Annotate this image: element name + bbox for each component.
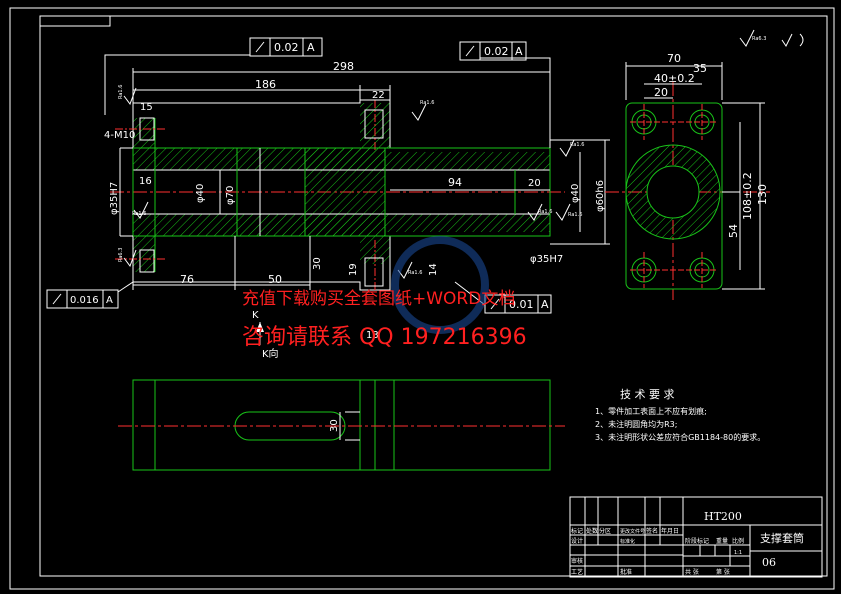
dim-phi40a: φ40 (195, 184, 206, 203)
svg-text:Ra1.6: Ra1.6 (408, 270, 422, 276)
tech-title: 技 术 要 求 (620, 388, 675, 401)
tech-item-3: 3、未注明形状公差应符合GB1184-80的要求。 (595, 432, 765, 442)
dim-70: 70 (667, 52, 681, 65)
outer-border (9, 7, 835, 590)
svg-text:0.02: 0.02 (274, 41, 299, 54)
roughness-marks: Ra1.6 Ra1.6 Ra1.6 Ra1.6 Ra1.6 Ra6.3 Ra1.… (118, 85, 584, 279)
svg-text:处数: 处数 (586, 527, 598, 535)
svg-text:比例: 比例 (732, 537, 744, 545)
svg-text:分区: 分区 (599, 527, 611, 535)
svg-text:标准化: 标准化 (620, 538, 635, 545)
dim-35: 35 (693, 62, 707, 75)
tech-requirements: 技 术 要 求 1、零件加工表面上不应有划痕; 2、未注明圆角均为R3; 3、未… (595, 388, 765, 442)
dim-15: 15 (140, 102, 153, 113)
svg-text:Ra1.6: Ra1.6 (118, 85, 124, 99)
svg-text:审核: 审核 (571, 557, 583, 565)
middle-web-hatch (305, 148, 385, 236)
dim-19: 19 (348, 263, 359, 276)
global-roughness-icon (739, 29, 755, 47)
dim-40: 40±0.2 (654, 72, 695, 85)
dim-m10: 4-M10 (104, 130, 135, 141)
svg-text:Ra1.6: Ra1.6 (132, 211, 146, 217)
dim-13: 13 (366, 330, 379, 341)
tolerance-frame-top-left: 0.02 A (249, 37, 323, 57)
global-roughness: Ra6.3 (752, 36, 766, 42)
dim-20b: 20 (654, 86, 668, 99)
tech-item-2: 2、未注明圆角均为R3; (595, 419, 677, 429)
svg-text:Ra1.6: Ra1.6 (538, 209, 552, 215)
svg-text:Ra1.6: Ra1.6 (420, 100, 434, 106)
svg-text:A: A (106, 295, 113, 306)
dim-phi70: φ70 (225, 186, 236, 205)
tech-item-1: 1、零件加工表面上不应有划痕; (595, 406, 707, 416)
main-section-view (104, 54, 610, 306)
svg-text:更改文件号: 更改文件号 (620, 528, 645, 535)
svg-text:设计: 设计 (571, 537, 583, 545)
svg-text:Ra1.6: Ra1.6 (568, 212, 582, 218)
tolerance-frame-bottom-left: 0.016 A (46, 289, 119, 309)
left-flange-bottom-hatch (133, 236, 155, 272)
title-block: 标记 处数 分区 更改文件号 签名 年月日 设计 标准化 审核 工艺 批准 阶段… (569, 496, 823, 578)
dim-30: 30 (312, 257, 323, 270)
svg-text:年月日: 年月日 (661, 527, 679, 535)
dim-76: 76 (180, 273, 194, 286)
material: HT200 (704, 510, 742, 523)
dim-130: 130 (756, 184, 769, 205)
dim-94: 94 (448, 176, 462, 189)
svg-text:A: A (541, 298, 549, 311)
dim-20a: 20 (528, 178, 541, 189)
k-view (118, 379, 565, 471)
svg-text:第 张: 第 张 (716, 568, 730, 576)
svg-text:标记: 标记 (571, 527, 583, 535)
svg-text:A: A (307, 41, 315, 54)
dim-54: 54 (727, 224, 740, 238)
inner-border (39, 15, 828, 577)
svg-text:批准: 批准 (620, 568, 632, 576)
dim-phi35h7-left: φ35H7 (109, 182, 120, 215)
lower-shaft-hatch (385, 214, 550, 232)
svg-text:0.01: 0.01 (509, 298, 534, 311)
end-view (605, 62, 770, 300)
drawing-number: 06 (762, 556, 776, 569)
part-name: 支撑套筒 (760, 531, 804, 545)
top-left-label-box (40, 15, 111, 27)
dim-14: 14 (428, 263, 439, 276)
dim-50: 50 (268, 273, 282, 286)
dim-186: 186 (255, 78, 276, 91)
dim-22: 22 (372, 90, 385, 101)
svg-text:Ra1.6: Ra1.6 (570, 142, 584, 148)
k-label: K (252, 310, 259, 321)
dim-slot30: 30 (329, 419, 340, 432)
svg-text:Ra6.3: Ra6.3 (118, 248, 124, 262)
k-view-label: K向 (262, 347, 279, 360)
dim-phi40b: φ40 (570, 184, 581, 203)
svg-text:0.02: 0.02 (484, 45, 509, 58)
svg-text:0.016: 0.016 (70, 295, 99, 306)
svg-text:共 张: 共 张 (685, 568, 699, 576)
watermark-line1: 充值下载购买全套图纸+WORD文档 (242, 289, 515, 309)
watermark: 充值下载购买全套图纸+WORD文档 咨询请联系 QQ 197216396 (242, 236, 527, 350)
svg-text:工艺: 工艺 (571, 568, 583, 576)
svg-text:A: A (515, 45, 523, 58)
watermark-line2: 咨询请联系 QQ 197216396 (242, 325, 527, 350)
dim-16: 16 (139, 176, 152, 187)
dim-phi35h7-right: φ35H7 (530, 254, 563, 265)
tolerance-frame-bottom-mid: 0.01 A (484, 294, 552, 314)
dim-298: 298 (333, 60, 354, 73)
tolerance-frame-top-right: 0.02 A (459, 41, 527, 61)
svg-text:签名: 签名 (646, 527, 658, 535)
upper-shaft-hatch (385, 152, 550, 170)
left-flange-top-hatch (133, 118, 155, 148)
scale-value: 1:1 (734, 550, 742, 556)
svg-text:重量: 重量 (716, 537, 728, 545)
svg-text:阶段标记: 阶段标记 (685, 537, 709, 545)
dim-108: 108±0.2 (741, 172, 754, 220)
dim-phi60h6: φ60h6 (595, 180, 606, 212)
